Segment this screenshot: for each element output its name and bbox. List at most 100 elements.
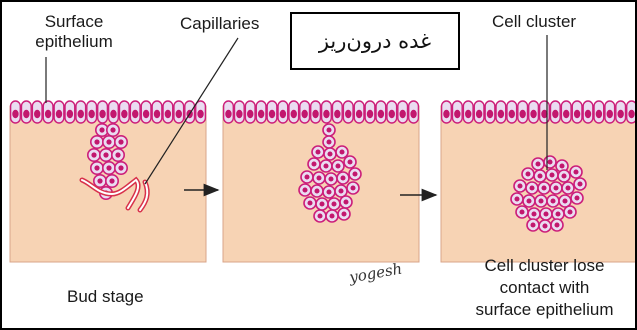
epithelial-cell: [32, 101, 42, 123]
bud-cell: [100, 149, 112, 161]
detached-cluster-cell: [550, 182, 562, 194]
epithelial-cell: [130, 101, 140, 123]
epithelial-cell: [376, 101, 386, 123]
epithelial-cell: [289, 101, 299, 123]
epithelial-cell: [463, 101, 473, 123]
cluster-cell: [311, 185, 323, 197]
epithelial-cell: [267, 101, 277, 123]
epithelial-cell: [332, 101, 342, 123]
detached-cluster-cell: [534, 170, 546, 182]
epithelial-cell: [387, 101, 397, 123]
cluster-cell: [313, 172, 325, 184]
bud-cell: [115, 162, 127, 174]
detached-cluster-cell: [538, 182, 550, 194]
detached-cluster-cell: [514, 180, 526, 192]
epithelial-cell: [300, 101, 310, 123]
detached-cluster-cell: [527, 219, 539, 231]
cluster-cell: [340, 196, 352, 208]
detached-cluster-cell: [570, 166, 582, 178]
cluster-cell: [323, 136, 335, 148]
label-surface-epithelium: Surface epithelium: [14, 12, 134, 52]
cluster-cell: [328, 198, 340, 210]
cluster-cell: [347, 182, 359, 194]
epithelial-cell: [196, 101, 206, 123]
cluster-cell: [338, 208, 350, 220]
detached-cluster-cell: [540, 208, 552, 220]
epithelial-cell: [174, 101, 184, 123]
cluster-cell: [344, 156, 356, 168]
epithelial-cell: [594, 101, 604, 123]
bud-cell: [91, 136, 103, 148]
detached-cluster-cell: [516, 206, 528, 218]
detached-cluster-cell: [547, 195, 559, 207]
detached-cluster-cell: [522, 168, 534, 180]
epithelial-cell: [474, 101, 484, 123]
epithelial-cell: [627, 101, 637, 123]
epithelial-cell: [572, 101, 582, 123]
epithelial-cell: [21, 101, 31, 123]
epithelial-cell: [256, 101, 266, 123]
epithelial-cell: [616, 101, 626, 123]
cluster-cell: [325, 173, 337, 185]
epithelial-cell: [605, 101, 615, 123]
epithelial-cell: [507, 101, 517, 123]
label-capillaries: Capillaries: [180, 14, 259, 34]
cluster-cell: [323, 124, 335, 136]
epithelial-cell: [409, 101, 419, 123]
detached-cluster-cell: [571, 192, 583, 204]
bud-cell: [103, 162, 115, 174]
cluster-cell: [336, 146, 348, 158]
epithelial-cell: [54, 101, 64, 123]
label-surface-epithelium-line1: Surface: [14, 12, 134, 32]
detached-cluster-cell: [558, 170, 570, 182]
epithelial-cell: [354, 101, 364, 123]
bud-cell: [88, 149, 100, 161]
cluster-cell: [332, 160, 344, 172]
cluster-cell: [337, 172, 349, 184]
epithelial-cell: [398, 101, 408, 123]
bud-cell: [107, 124, 119, 136]
cluster-cell: [299, 184, 311, 196]
epithelial-cell: [234, 101, 244, 123]
cluster-cell: [326, 210, 338, 222]
panel-3: [441, 101, 637, 262]
bud-cell: [94, 175, 106, 187]
epithelial-cell: [224, 101, 234, 123]
cluster-cell: [324, 148, 336, 160]
panel-1: [10, 101, 206, 262]
epithelial-cell: [152, 101, 162, 123]
epithelial-cell: [109, 101, 119, 123]
detached-cluster-cell: [559, 195, 571, 207]
cluster-cell: [335, 185, 347, 197]
detached-cluster-cell: [564, 206, 576, 218]
epithelial-cell: [163, 101, 173, 123]
epithelial-cell: [65, 101, 75, 123]
epithelial-cell: [278, 101, 288, 123]
title-text: غده درون‌ریز: [319, 29, 431, 53]
cluster-cell: [312, 146, 324, 158]
bud-cell: [112, 149, 124, 161]
label-cluster-lose-contact: Cell cluster lose contact with surface e…: [452, 255, 637, 321]
label-surface-epithelium-line2: epithelium: [14, 32, 134, 52]
epithelial-cell: [141, 101, 151, 123]
epithelial-cell: [119, 101, 129, 123]
label-bud-stage: Bud stage: [67, 287, 144, 307]
detached-cluster-cell: [528, 208, 540, 220]
detached-cluster-cell: [526, 182, 538, 194]
label-cell-cluster: Cell cluster: [492, 12, 576, 32]
detached-cluster-cell: [546, 169, 558, 181]
label-cluster-line2: contact with: [452, 277, 637, 299]
epithelial-cell: [322, 101, 332, 123]
epithelial-cell: [485, 101, 495, 123]
cluster-cell: [314, 210, 326, 222]
cluster-cell: [308, 158, 320, 170]
epithelial-cell: [540, 101, 550, 123]
bud-cell: [106, 175, 118, 187]
title-box: غده درون‌ریز: [290, 12, 460, 70]
epithelial-cell: [442, 101, 452, 123]
epithelial-cell: [550, 101, 560, 123]
epithelial-cell: [76, 101, 86, 123]
cluster-cell: [349, 168, 361, 180]
epithelial-cell: [343, 101, 353, 123]
